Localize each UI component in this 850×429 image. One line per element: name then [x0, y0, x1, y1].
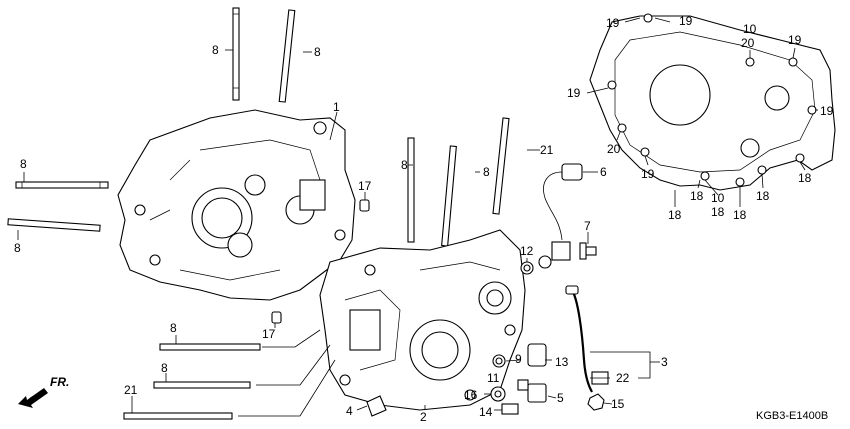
callout-8: 8 — [170, 321, 177, 335]
callout-19: 19 — [820, 104, 834, 118]
callout-18: 18 — [690, 189, 704, 203]
callout-4: 4 — [346, 404, 353, 418]
right-crankcase — [319, 229, 526, 411]
stud-bolt-horizontal-2 — [7, 218, 101, 232]
callout-20: 20 — [607, 142, 621, 156]
o-ring-12 — [520, 261, 534, 275]
stud-bolt-left-1 — [232, 7, 240, 101]
callout-17: 17 — [262, 327, 276, 341]
callout-8: 8 — [314, 45, 321, 59]
callout-18: 18 — [733, 208, 747, 222]
callout-19: 19 — [641, 167, 655, 181]
callout-11: 11 — [487, 371, 500, 385]
callout-19: 19 — [567, 86, 581, 100]
callout-8: 8 — [212, 43, 219, 57]
callout-19: 19 — [679, 14, 693, 28]
switch-5 — [517, 379, 547, 403]
callout-8: 8 — [161, 361, 168, 375]
left-crankcase — [117, 109, 356, 301]
diagram-code: KGB3-E1400B — [756, 410, 828, 422]
callout-18: 18 — [668, 208, 682, 222]
callout-20: 20 — [741, 36, 755, 50]
washer-16 — [490, 386, 506, 402]
stud-bolt-left-2 — [278, 9, 296, 103]
callout-8: 8 — [14, 241, 21, 255]
stud-bolt-horizontal-1 — [15, 181, 109, 189]
stud-bolt-center-1 — [407, 137, 415, 243]
stud-bolt-lower-1 — [159, 343, 261, 351]
stud-bolt-center-3 — [492, 117, 510, 215]
callout-1: 1 — [333, 100, 340, 114]
callout-8: 8 — [20, 157, 27, 171]
dowel-pin-upper — [359, 199, 370, 212]
callout-18: 18 — [756, 189, 770, 203]
callout-8: 8 — [401, 158, 408, 172]
bolt-14 — [501, 403, 519, 415]
callout-12: 12 — [520, 244, 534, 258]
callout-14: 14 — [479, 405, 493, 419]
callouts: 8 8 1 8 8 17 17 8 8 21 6 7 12 8 8 21 3 2… — [14, 14, 834, 424]
callout-6: 6 — [600, 165, 607, 179]
callout-8: 8 — [483, 165, 490, 179]
callout-9: 9 — [515, 352, 522, 366]
callout-21: 21 — [124, 383, 138, 397]
front-direction-arrow: FR. — [18, 375, 69, 408]
callout-17: 17 — [358, 179, 372, 193]
callout-3: 3 — [661, 355, 668, 369]
callout-5: 5 — [557, 391, 564, 405]
callout-15: 15 — [611, 397, 625, 411]
callout-18: 18 — [798, 171, 812, 185]
fr-label: FR. — [50, 375, 69, 389]
leader-lines — [17, 17, 818, 417]
nut-15 — [587, 393, 605, 411]
callout-7: 7 — [584, 219, 591, 233]
stud-bolt-lower-2 — [153, 381, 251, 389]
callout-2: 2 — [420, 410, 427, 424]
callout-22: 22 — [616, 371, 630, 385]
callout-13: 13 — [555, 355, 569, 369]
callout-19: 19 — [606, 16, 620, 30]
clip-4 — [366, 395, 387, 417]
bolt-7 — [579, 242, 597, 260]
washer-11 — [492, 354, 506, 368]
plate-13 — [527, 343, 547, 367]
callout-21: 21 — [540, 143, 554, 157]
callout-18: 18 — [711, 205, 725, 219]
dowel-pin-lower — [271, 311, 282, 324]
callout-10: 10 — [743, 22, 757, 36]
callout-16: 16 — [464, 388, 478, 402]
breather-tube — [565, 285, 609, 393]
crankcase-gasket — [589, 13, 836, 191]
callout-10: 10 — [711, 191, 725, 205]
stud-bolt-lower-3 — [123, 412, 233, 420]
speed-sensor — [538, 163, 583, 269]
callout-19: 19 — [788, 33, 802, 47]
stud-bolt-center-2 — [441, 145, 457, 247]
